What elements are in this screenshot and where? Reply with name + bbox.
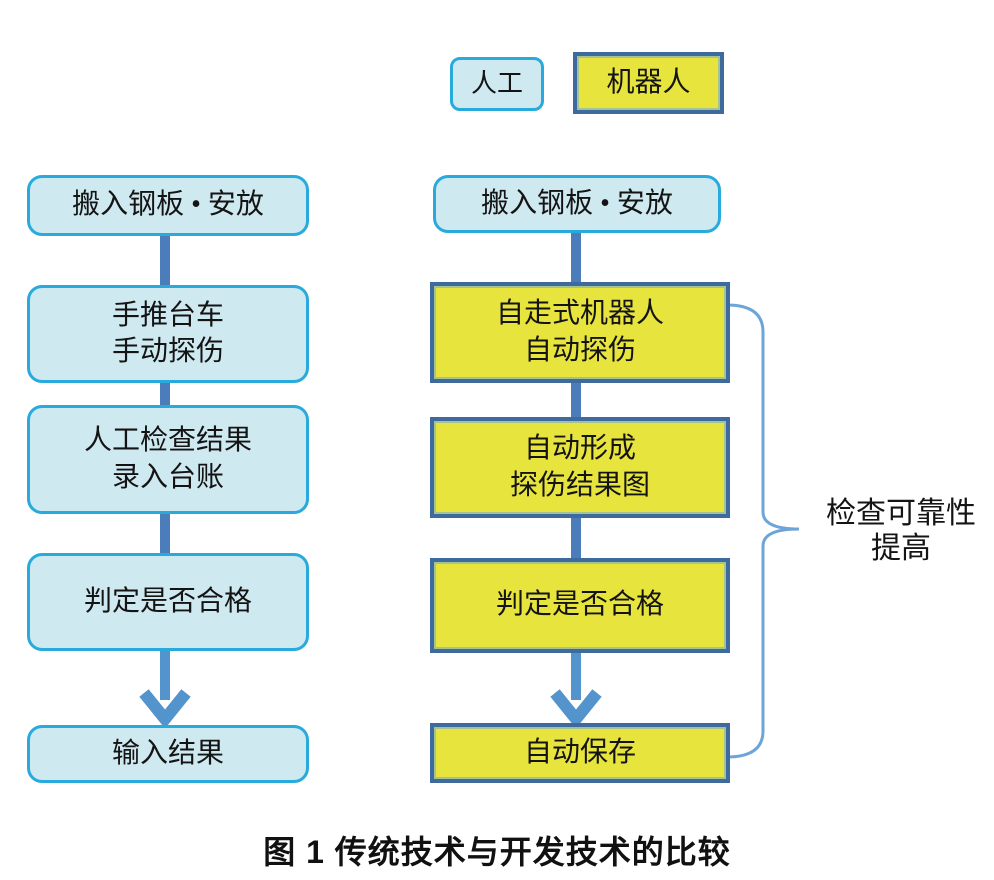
step-label: 人工检查结果 录入台账	[83, 425, 252, 493]
step-label: 判定是否合格	[83, 585, 252, 617]
legend-robot-label: 机器人	[606, 66, 691, 98]
step-label: 搬入钢板 • 安放	[481, 187, 673, 219]
right-step-1-box: 搬入钢板 • 安放	[433, 175, 721, 233]
legend-robot-box: 机器人	[573, 52, 724, 114]
left-step-3-box: 人工检查结果 录入台账	[27, 405, 309, 514]
left-step-1-box: 搬入钢板 • 安放	[27, 175, 309, 236]
step-label: 自走式机器人 自动探伤	[495, 298, 664, 366]
step-label: 自动形成 探伤结果图	[509, 433, 650, 501]
left-step-5-box: 输入结果	[27, 725, 309, 783]
left-step-4-box: 判定是否合格	[27, 553, 309, 651]
reliability-brace	[725, 303, 800, 759]
legend-manual-box: 人工	[450, 57, 544, 111]
step-label: 手推台车 手动探伤	[111, 299, 224, 367]
legend-manual-label: 人工	[470, 69, 523, 99]
step-label: 自动保存	[523, 736, 636, 768]
reliability-annotation: 检查可靠性 提高	[826, 497, 976, 566]
right-step-4-box: 判定是否合格	[430, 558, 730, 653]
down-arrow-icon	[139, 689, 191, 729]
step-label: 输入结果	[111, 737, 224, 769]
left-step-2-box: 手推台车 手动探伤	[27, 285, 309, 383]
right-step-3-box: 自动形成 探伤结果图	[430, 417, 730, 518]
right-step-2-box: 自走式机器人 自动探伤	[430, 282, 730, 383]
right-step-5-box: 自动保存	[430, 723, 730, 783]
figure-caption: 图 1 传统技术与开发技术的比较	[263, 834, 731, 870]
down-arrow-icon	[550, 689, 602, 729]
step-label: 搬入钢板 • 安放	[72, 189, 264, 221]
step-label: 判定是否合格	[495, 589, 664, 621]
